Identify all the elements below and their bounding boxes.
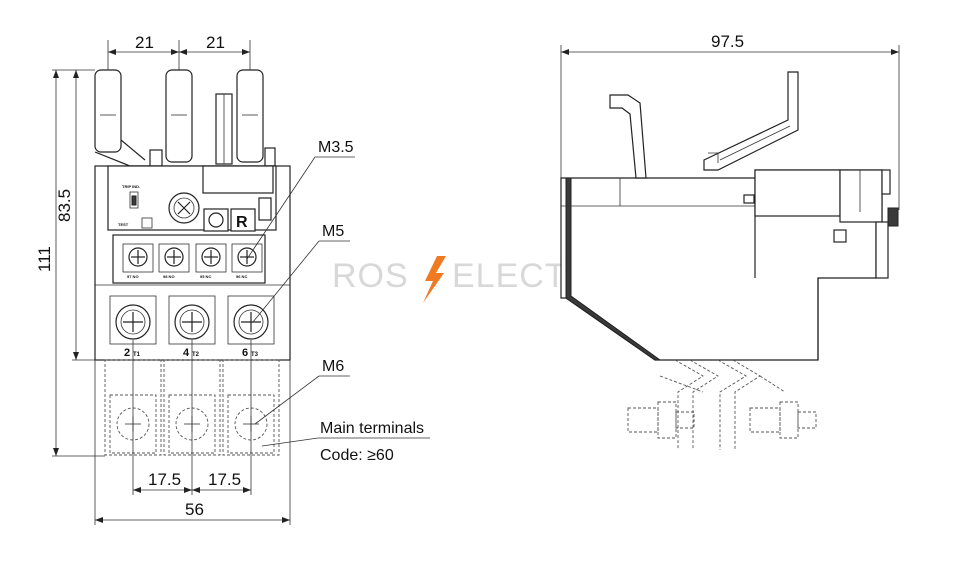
watermark-left: ROS — [332, 257, 409, 295]
side-hook — [609, 94, 647, 179]
aux-contacts: 97 NO 98 NO 95 NC 96 NC — [112, 234, 266, 284]
label-main-terminals: Main terminals — [320, 420, 424, 437]
dim-pitch-right: 17.5 — [208, 470, 241, 489]
dim-height-upper: 83.5 — [55, 189, 74, 222]
top-prongs — [94, 69, 276, 167]
callouts: M3.5 M5 M6 Main terminals Code: ≥60 — [246, 139, 430, 464]
terminal-sublabel-1: T1 — [133, 352, 141, 358]
label-code: Code: ≥60 — [320, 447, 394, 464]
side-view: 97.5 — [560, 32, 900, 450]
label-m5: M5 — [322, 223, 344, 240]
dim-top-right: 21 — [206, 33, 225, 52]
aux-screw-4 — [231, 243, 263, 273]
reset-mode-selector — [230, 208, 256, 232]
aux-contact-label-4: 96 NC — [236, 274, 247, 279]
terminal-screw-1-icon — [115, 304, 151, 340]
terminal-sublabel-2: T2 — [192, 352, 200, 358]
aux-screw-2 — [158, 243, 190, 273]
label-m35: M3.5 — [318, 139, 354, 156]
lightning-bolt-icon — [423, 256, 446, 303]
terminal-screw-3-icon — [233, 304, 269, 340]
dim-pitch-left: 17.5 — [148, 470, 181, 489]
label-m6: M6 — [322, 358, 344, 375]
dim-width: 56 — [185, 500, 204, 519]
current-adjust-dial-icon — [168, 192, 200, 224]
aux-contact-label-3: 95 NC — [200, 274, 211, 279]
aux-contact-label-2: 98 NO — [163, 274, 175, 279]
side-dashed-lugs — [627, 359, 817, 450]
front-dimensions: 21 21 83.5 111 17.5 17.5 — [35, 33, 291, 525]
terminal-label-1: 2 — [124, 347, 130, 359]
terminal-label-2: 4 — [183, 347, 190, 359]
control-panel: TRIP IND. TEST R — [118, 184, 272, 232]
dim-top-left: 21 — [135, 33, 154, 52]
dim-height-total: 111 — [35, 246, 54, 272]
terminal-screw-2-icon — [174, 304, 210, 340]
reset-mode-label: R — [236, 214, 248, 231]
aux-screw-3 — [195, 243, 227, 273]
test-label: TEST — [118, 222, 129, 227]
front-view: TRIP IND. TEST R — [35, 33, 430, 525]
side-arm — [703, 71, 799, 171]
aux-contact-label-1: 97 NO — [127, 274, 139, 279]
stop-button — [203, 208, 229, 232]
dim-depth: 97.5 — [711, 32, 744, 51]
trip-indicator-label: TRIP IND. — [122, 184, 140, 189]
terminal-label-3: 6 — [242, 347, 248, 359]
aux-screw-1 — [122, 243, 154, 273]
terminal-sublabel-3: T3 — [251, 352, 259, 358]
